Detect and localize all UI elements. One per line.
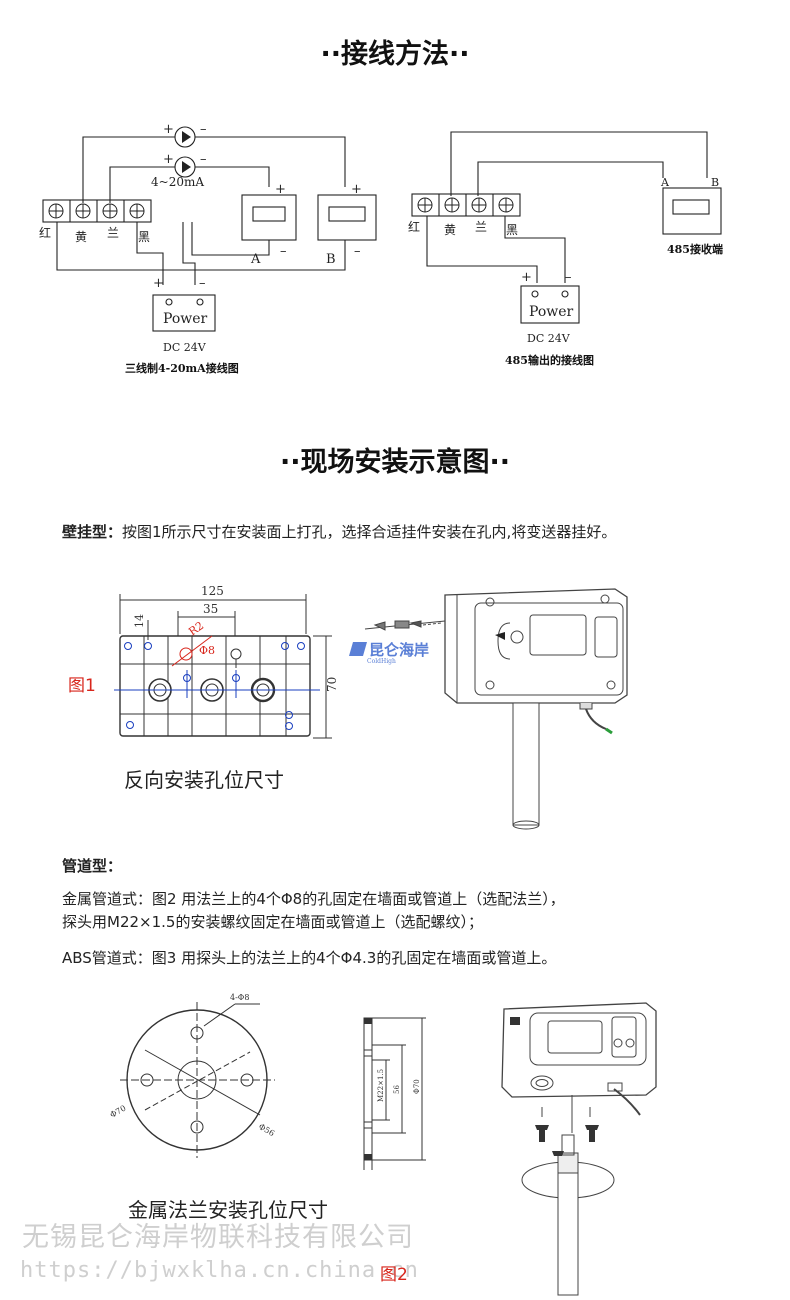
terminal-black: 黑 xyxy=(506,223,518,237)
duct-line3: ABS管道式：图3 用探头上的法兰上的4个Φ4.3的孔固定在墙面或管道上。 xyxy=(62,949,557,967)
flange-drawing: 4-Φ8 Φ70 Φ56 xyxy=(109,993,276,1158)
flange-holes: 4-Φ8 xyxy=(230,993,249,1002)
receiver-a-label: A xyxy=(660,176,670,189)
profile-d70: Φ70 xyxy=(413,1079,421,1094)
wall-mount-hole-drawing: 125 35 14 70 R2 Φ8 xyxy=(114,584,339,739)
watermark-company: 无锡昆仑海岸物联科技有限公司 xyxy=(22,1222,414,1253)
dim-width: 125 xyxy=(201,584,224,598)
power-plus: + xyxy=(521,270,532,285)
wiring-section-title: ··接线方法·· xyxy=(320,39,470,70)
power-label: Power xyxy=(529,304,574,320)
terminal-red: 红 xyxy=(408,219,420,234)
meter2-minus: – xyxy=(200,152,207,167)
terminal-black: 黑 xyxy=(138,230,150,244)
figure2-caption: 金属法兰安装孔位尺寸 xyxy=(128,1198,328,1222)
meter-a-minus: – xyxy=(280,244,287,259)
power-minus: – xyxy=(565,270,572,285)
receiver-caption: 485接收端 xyxy=(667,242,723,256)
profile-d56: 56 xyxy=(393,1085,401,1094)
current-label: 4~20mA xyxy=(151,175,204,189)
meter-b-plus: + xyxy=(351,182,362,197)
wiring-left-caption: 三线制4-20mA接线图 xyxy=(125,361,239,375)
dim-top: 14 xyxy=(133,614,146,628)
meter1-minus: – xyxy=(200,122,207,137)
figure1-label: 图1 xyxy=(68,676,96,696)
flange-profile-drawing: M22×1.5 56 Φ70 xyxy=(363,1017,426,1170)
duct-line2: 探头用M22×1.5的安装螺纹固定在墙面或管道上（选配螺纹）； xyxy=(62,913,483,931)
wiring-diagram-485: 红 黄 兰 黑 A B 485接收端 + – Power DC 24V 485输… xyxy=(408,131,723,367)
figure1-caption: 反向安装孔位尺寸 xyxy=(124,768,284,792)
meter2-plus: + xyxy=(163,152,174,167)
terminal-yellow: 黄 xyxy=(444,223,456,237)
meter-a-plus: + xyxy=(275,182,286,197)
flange-outer: Φ70 xyxy=(109,1104,128,1120)
logo-cn: 昆仑海岸 xyxy=(369,641,429,659)
wall-mount-device-illustration: 昆仑海岸 ColdHigh xyxy=(349,588,628,830)
flange-pcd: Φ56 xyxy=(257,1122,276,1138)
wall-mount-desc: 按图1所示尺寸在安装面上打孔，选择合适挂件安装在孔内,将变送器挂好。 xyxy=(122,523,617,541)
wall-mount-label: 壁挂型： xyxy=(62,523,123,541)
dim-inner: 35 xyxy=(203,602,218,616)
dim-hole: Φ8 xyxy=(199,644,215,657)
duct-device-illustration xyxy=(501,1002,657,1296)
profile-thread: M22×1.5 xyxy=(377,1069,385,1102)
terminal-red: 红 xyxy=(39,225,51,240)
wiring-diagram-4-20ma: + – + – + – + – + – 4~20mA 红 黄 兰 黑 A B P… xyxy=(39,122,377,375)
install-section-title: ··现场安装示意图·· xyxy=(279,447,511,478)
figure2-label: 图2 xyxy=(380,1265,408,1285)
meter-b-label: B xyxy=(326,252,336,267)
power-minus: – xyxy=(199,276,206,291)
meter-a-label: A xyxy=(250,252,261,267)
power-label: Power xyxy=(163,311,208,327)
duct-title: 管道型： xyxy=(62,857,123,875)
terminal-blue: 兰 xyxy=(475,220,487,234)
dim-height: 70 xyxy=(325,677,339,692)
wall-mount-text: 壁挂型：按图1所示尺寸在安装面上打孔，选择合适挂件安装在孔内,将变送器挂好。 xyxy=(62,521,616,542)
logo-en: ColdHigh xyxy=(367,658,396,665)
voltage-label: DC 24V xyxy=(163,341,207,354)
receiver-b-label: B xyxy=(711,176,719,189)
terminal-yellow: 黄 xyxy=(75,230,87,244)
voltage-label: DC 24V xyxy=(527,332,571,345)
wiring-right-caption: 485输出的接线图 xyxy=(505,353,594,367)
watermark-url: https://bjwxklha.cn.china.cn xyxy=(20,1258,419,1283)
meter1-plus: + xyxy=(163,122,174,137)
power-plus: + xyxy=(153,276,164,291)
meter-b-minus: – xyxy=(354,244,361,259)
terminal-blue: 兰 xyxy=(107,226,119,240)
duct-line1: 金属管道式：图2 用法兰上的4个Φ8的孔固定在墙面或管道上（选配法兰）， xyxy=(62,890,565,908)
